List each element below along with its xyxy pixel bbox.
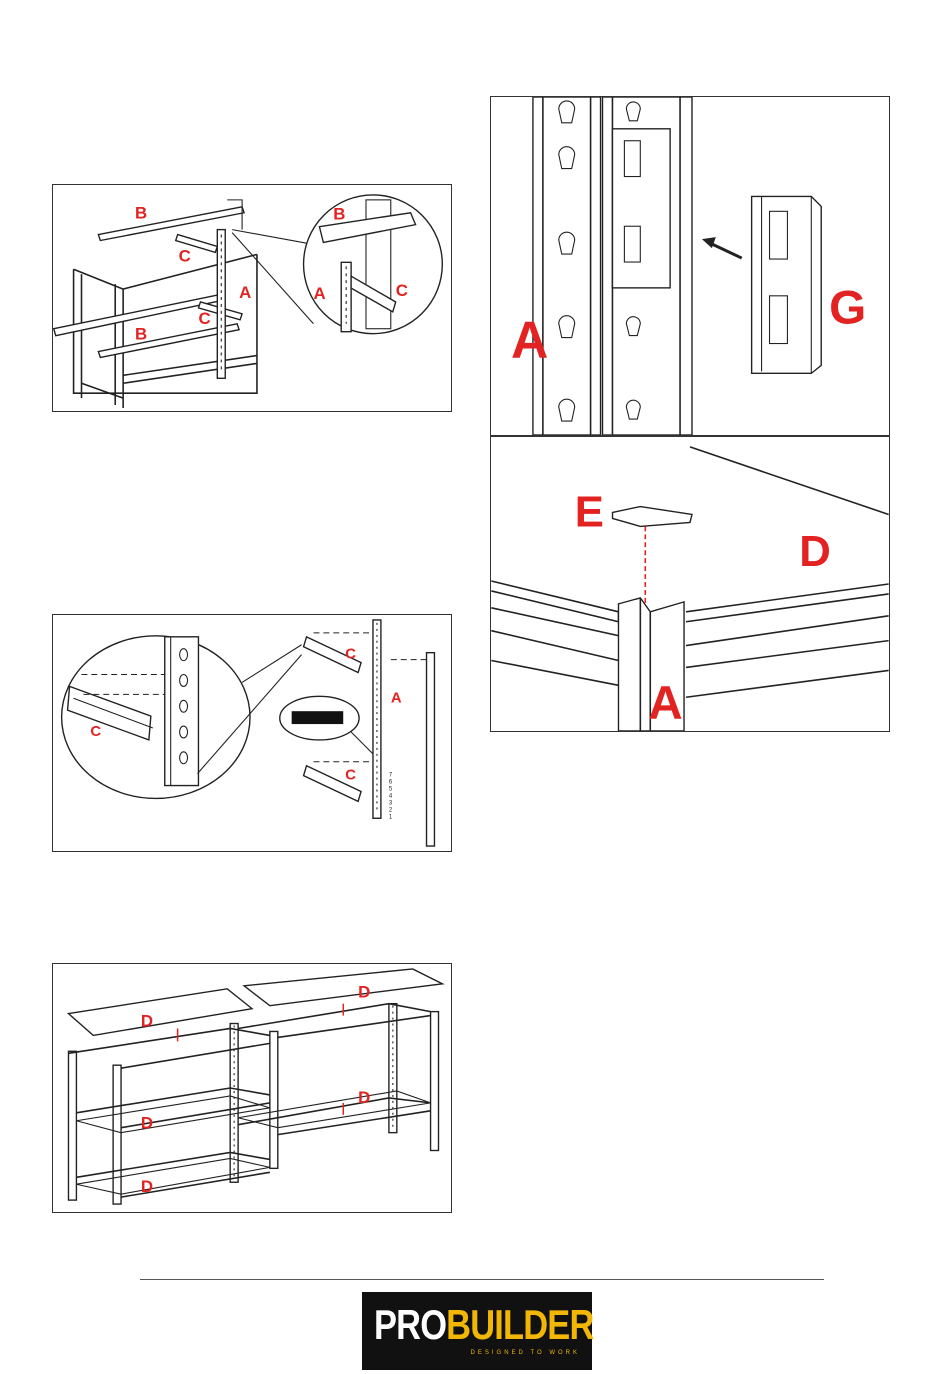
label-c-zoom: C [90,724,101,740]
figure-connector-upright: 1 2 3 4 5 6 7 C C A C [52,614,452,852]
logo-wordmark: PROBUILDER [374,1300,594,1350]
slot-number: 4 [389,793,393,799]
slot-number: 2 [389,807,392,813]
slot-number: 3 [389,800,393,806]
figure-safety-clip: A G [490,96,890,436]
label-d-mid-right: D [358,1088,370,1107]
label-d-top-left: D [141,1011,153,1030]
figure-corner-cap: E D A [490,436,890,732]
label-a-upright: A [648,677,682,730]
label-e-cap: E [575,487,604,536]
label-c-mid: C [198,309,210,328]
label-c-upper: C [345,647,356,663]
label-b-top: B [135,204,147,223]
label-a-zoom: A [313,284,325,303]
slot-number: 6 [389,780,393,786]
label-g-clip: G [829,282,866,335]
slot-number: 5 [389,787,393,793]
label-c-top: C [179,246,191,265]
shelf-panels-drawing: D D D D D [53,964,451,1212]
slot-number: 1 [389,814,393,820]
label-b-bottom: B [135,325,147,344]
label-d-bottom-left: D [141,1177,153,1196]
corner-cap-drawing: E D A [491,437,889,731]
label-d-top-right: D [358,983,370,1002]
probuilder-logo: PROBUILDER DESIGNED TO WORK [362,1292,592,1370]
footer-rule [140,1279,824,1280]
logo-builder: BUILDER [446,1301,593,1348]
slot-number: 7 [389,773,392,779]
label-a-upright: A [391,690,402,706]
connector-upright-drawing: 1 2 3 4 5 6 7 C C A C [53,615,451,851]
label-c-lower: C [345,768,356,784]
label-c-zoom: C [396,281,408,300]
safety-clip-drawing: A G [491,97,889,435]
figure-shelf-panels: D D D D D [52,963,452,1213]
label-a-frame: A [239,283,251,302]
logo-pro: PRO [374,1301,446,1348]
logo-tagline: DESIGNED TO WORK [471,1350,580,1356]
label-d-shelf: D [799,527,831,576]
frame-assembly-drawing: B C A B A C C B [53,185,451,411]
figure-frame-assembly: B C A B A C C B [52,184,452,412]
label-d-mid-left: D [141,1114,153,1133]
label-a-upright: A [511,310,548,368]
label-b-zoom: B [333,205,345,224]
